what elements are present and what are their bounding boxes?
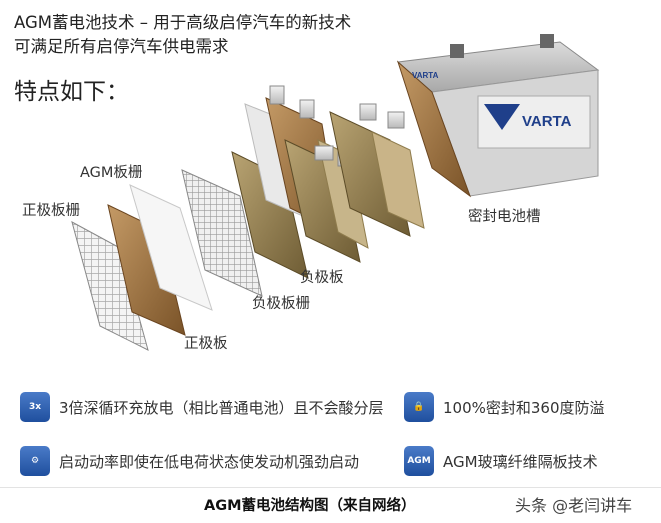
label-positive-grid: 正极板栅 xyxy=(22,203,80,219)
positive-grid-front xyxy=(71,221,149,351)
caption: AGM蓄电池结构图（来自网络） xyxy=(204,498,416,514)
battery-lid-brand-text: VARTA xyxy=(412,71,439,80)
header-line-1: AGM蓄电池技术 – 用于高级启停汽车的新技术 xyxy=(14,13,352,32)
label-positive-plate: 正极板 xyxy=(184,336,228,352)
label-negative-plate: 负极板 xyxy=(300,270,344,286)
header-line-2: 可满足所有启停汽车供电需求 xyxy=(14,37,229,56)
plate-pack-2 xyxy=(284,139,369,263)
label-agm-grid: AGM板栅 xyxy=(80,165,143,181)
feature-deep-cycle: 3x 3倍深循环充放电（相比普通电池）且不会酸分层 xyxy=(20,392,384,422)
feature-agm-separator: AGM AGM玻璃纤维隔板技术 xyxy=(404,446,598,476)
battery-container xyxy=(396,34,600,198)
battery-exploded-diagram: VARTA VARTA xyxy=(71,34,600,351)
negative-grid-sheet xyxy=(181,169,263,297)
label-sealed-container: 密封电池槽 xyxy=(468,209,541,225)
lock-icon: 🔒 xyxy=(404,392,434,422)
watermark: 头条 @老闫讲车 xyxy=(515,496,633,515)
feature-engine-start: ⚙ 启动动率即使在低电荷状态使发动机强劲启动 xyxy=(20,446,359,476)
label-negative-grid: 负极板栅 xyxy=(252,296,310,312)
battery-brand-text: VARTA xyxy=(522,113,572,130)
features-title: 特点如下： xyxy=(14,79,129,105)
feature-sealed: 🔒 100%密封和360度防溢 xyxy=(404,392,605,422)
plate-pack-3 xyxy=(329,103,425,237)
agm-separator-sheet xyxy=(129,184,213,311)
agm-icon: AGM xyxy=(404,446,434,476)
engine-start-icon: ⚙ xyxy=(20,446,50,476)
caption-bar xyxy=(0,487,661,523)
deep-cycle-icon: 3x xyxy=(20,392,50,422)
